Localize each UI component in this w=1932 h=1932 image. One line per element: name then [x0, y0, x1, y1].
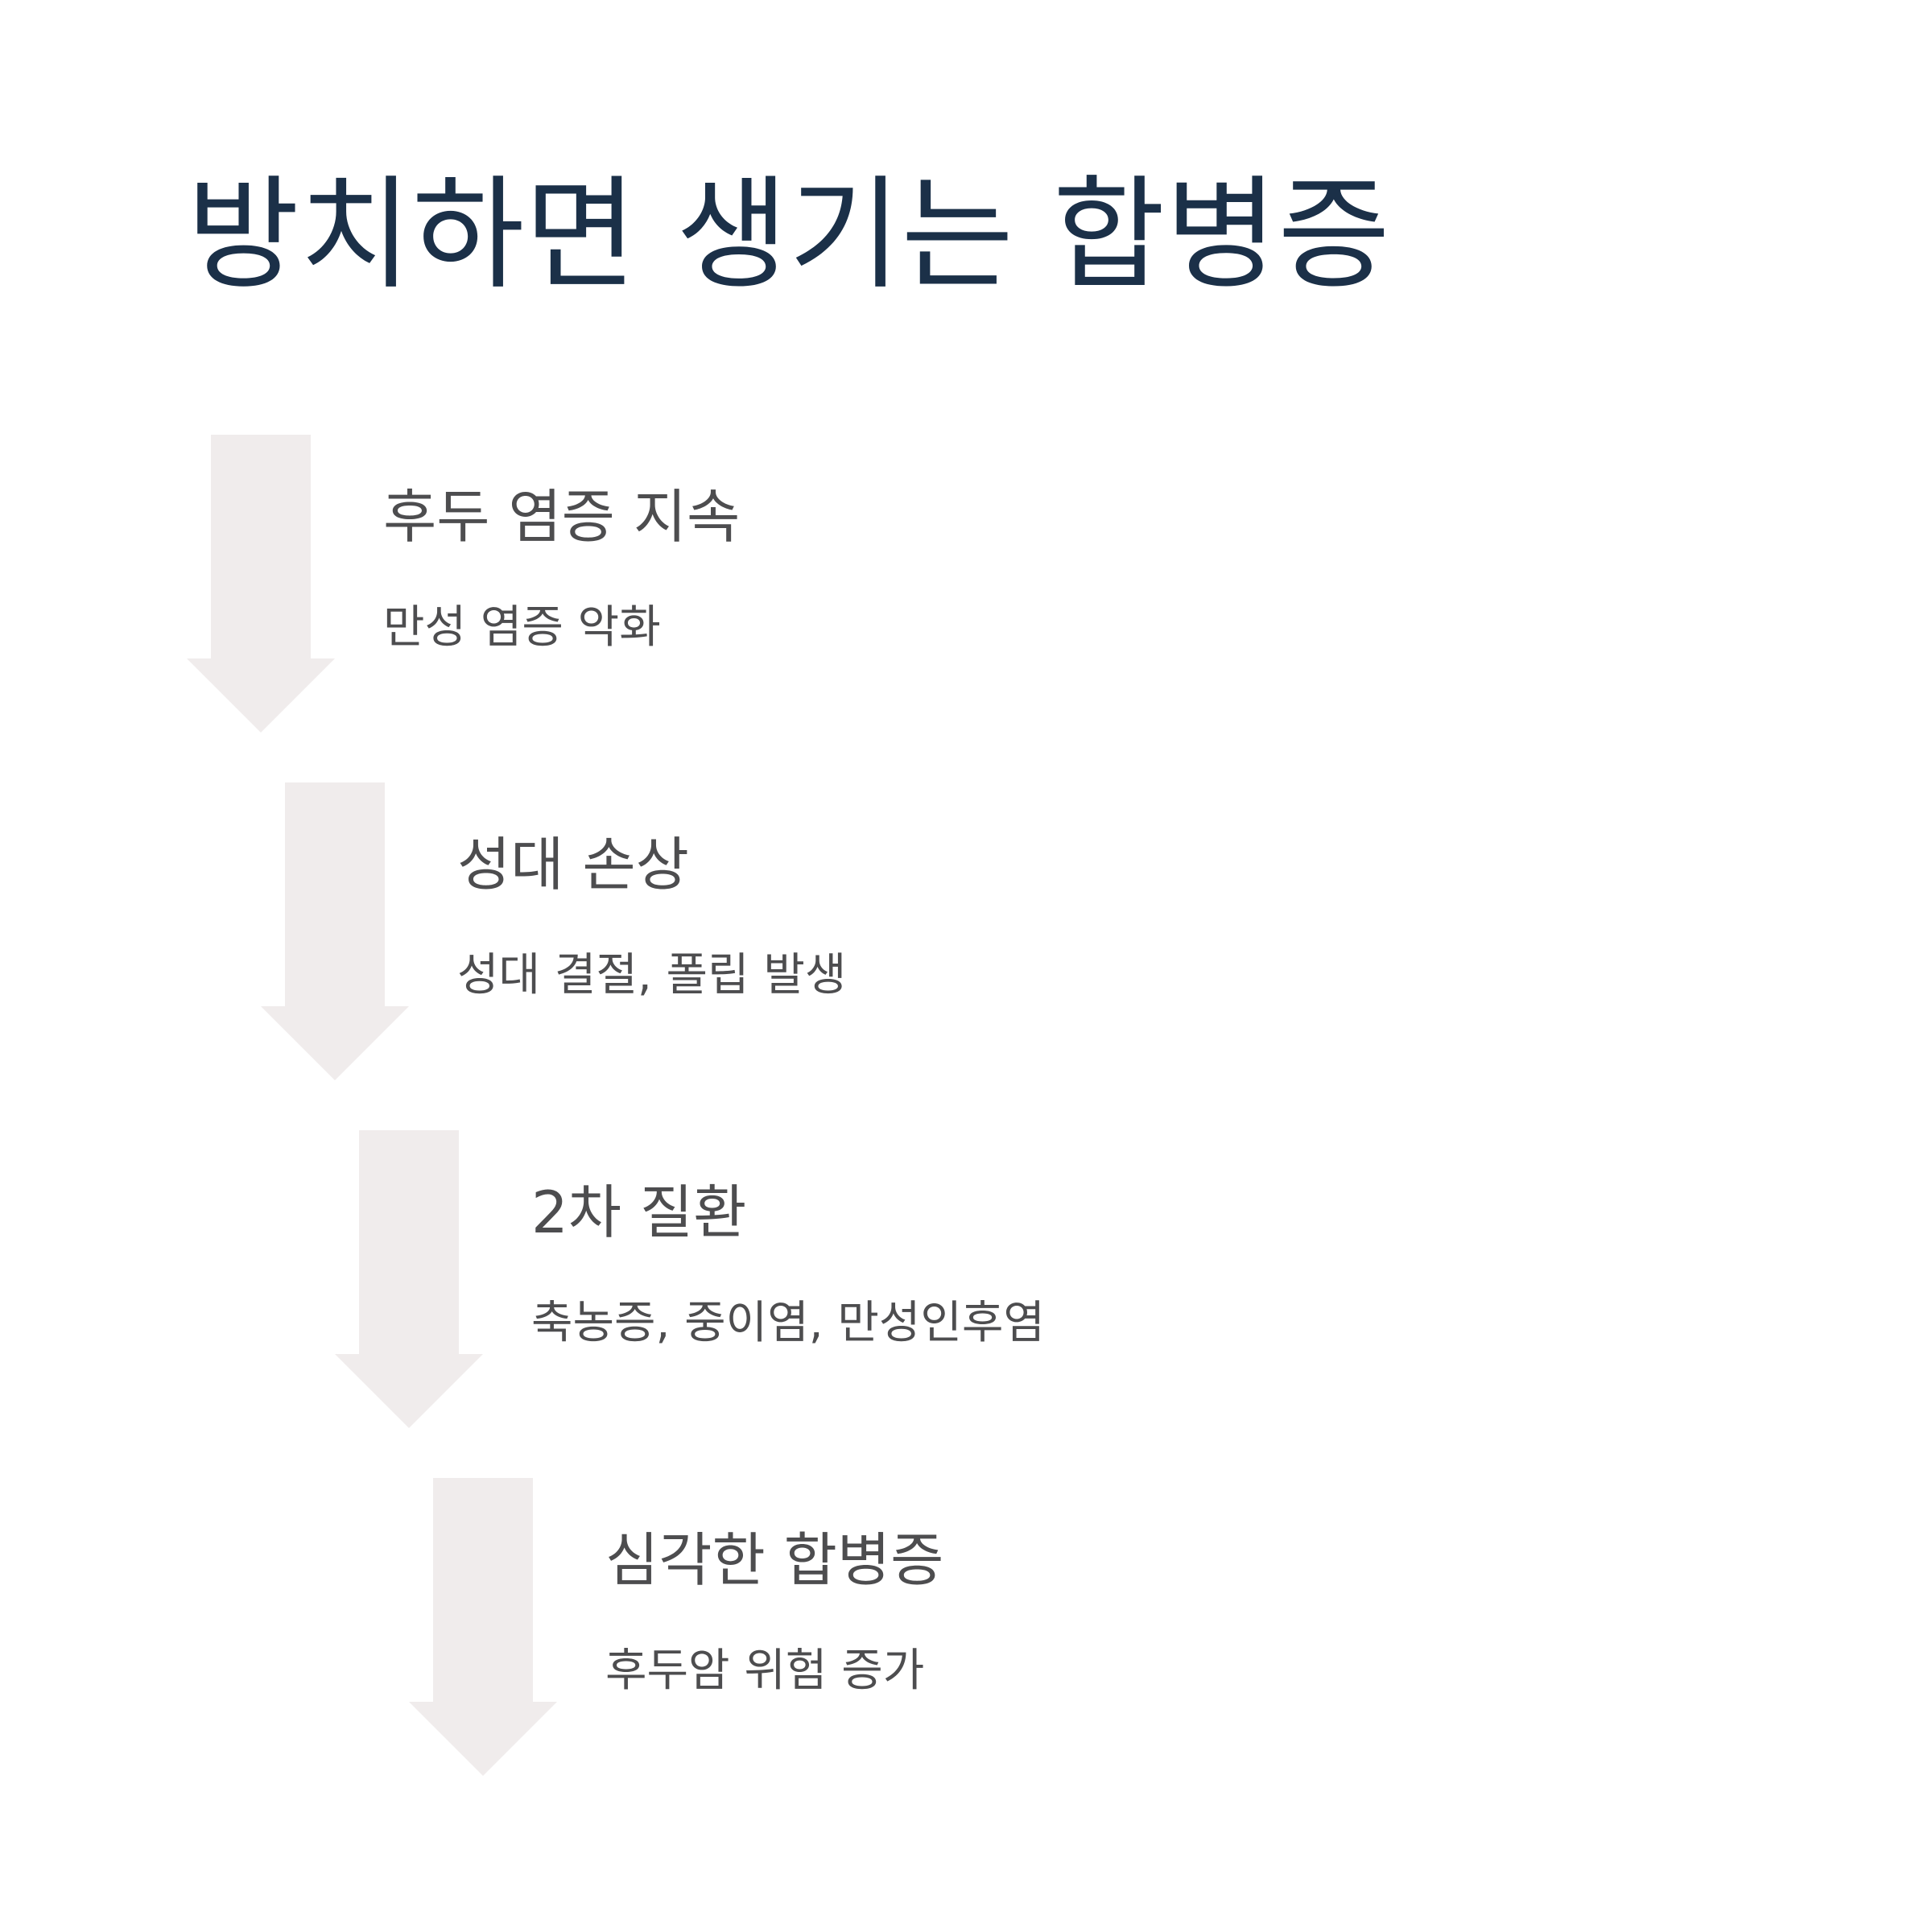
step-description: 후두암 위험 증가	[605, 1645, 925, 1697]
step-title: 후두 염증 지속	[383, 483, 741, 551]
page-title: 방치하면 생기는 합병증	[187, 163, 1391, 306]
step-title: 심각한 합병증	[605, 1526, 944, 1594]
step-description: 축농증, 중이염, 만성인후염	[531, 1297, 1045, 1349]
down-arrow-icon	[261, 782, 409, 1080]
down-arrow-icon	[335, 1130, 483, 1428]
down-arrow-icon	[409, 1478, 557, 1776]
step-title: 2차 질환	[531, 1179, 747, 1246]
down-arrow-icon	[187, 435, 335, 733]
step-description: 만성 염증 악화	[383, 601, 661, 654]
step-title: 성대 손상	[457, 831, 689, 898]
step-description: 성대 결절, 폴립 발생	[457, 949, 847, 1001]
